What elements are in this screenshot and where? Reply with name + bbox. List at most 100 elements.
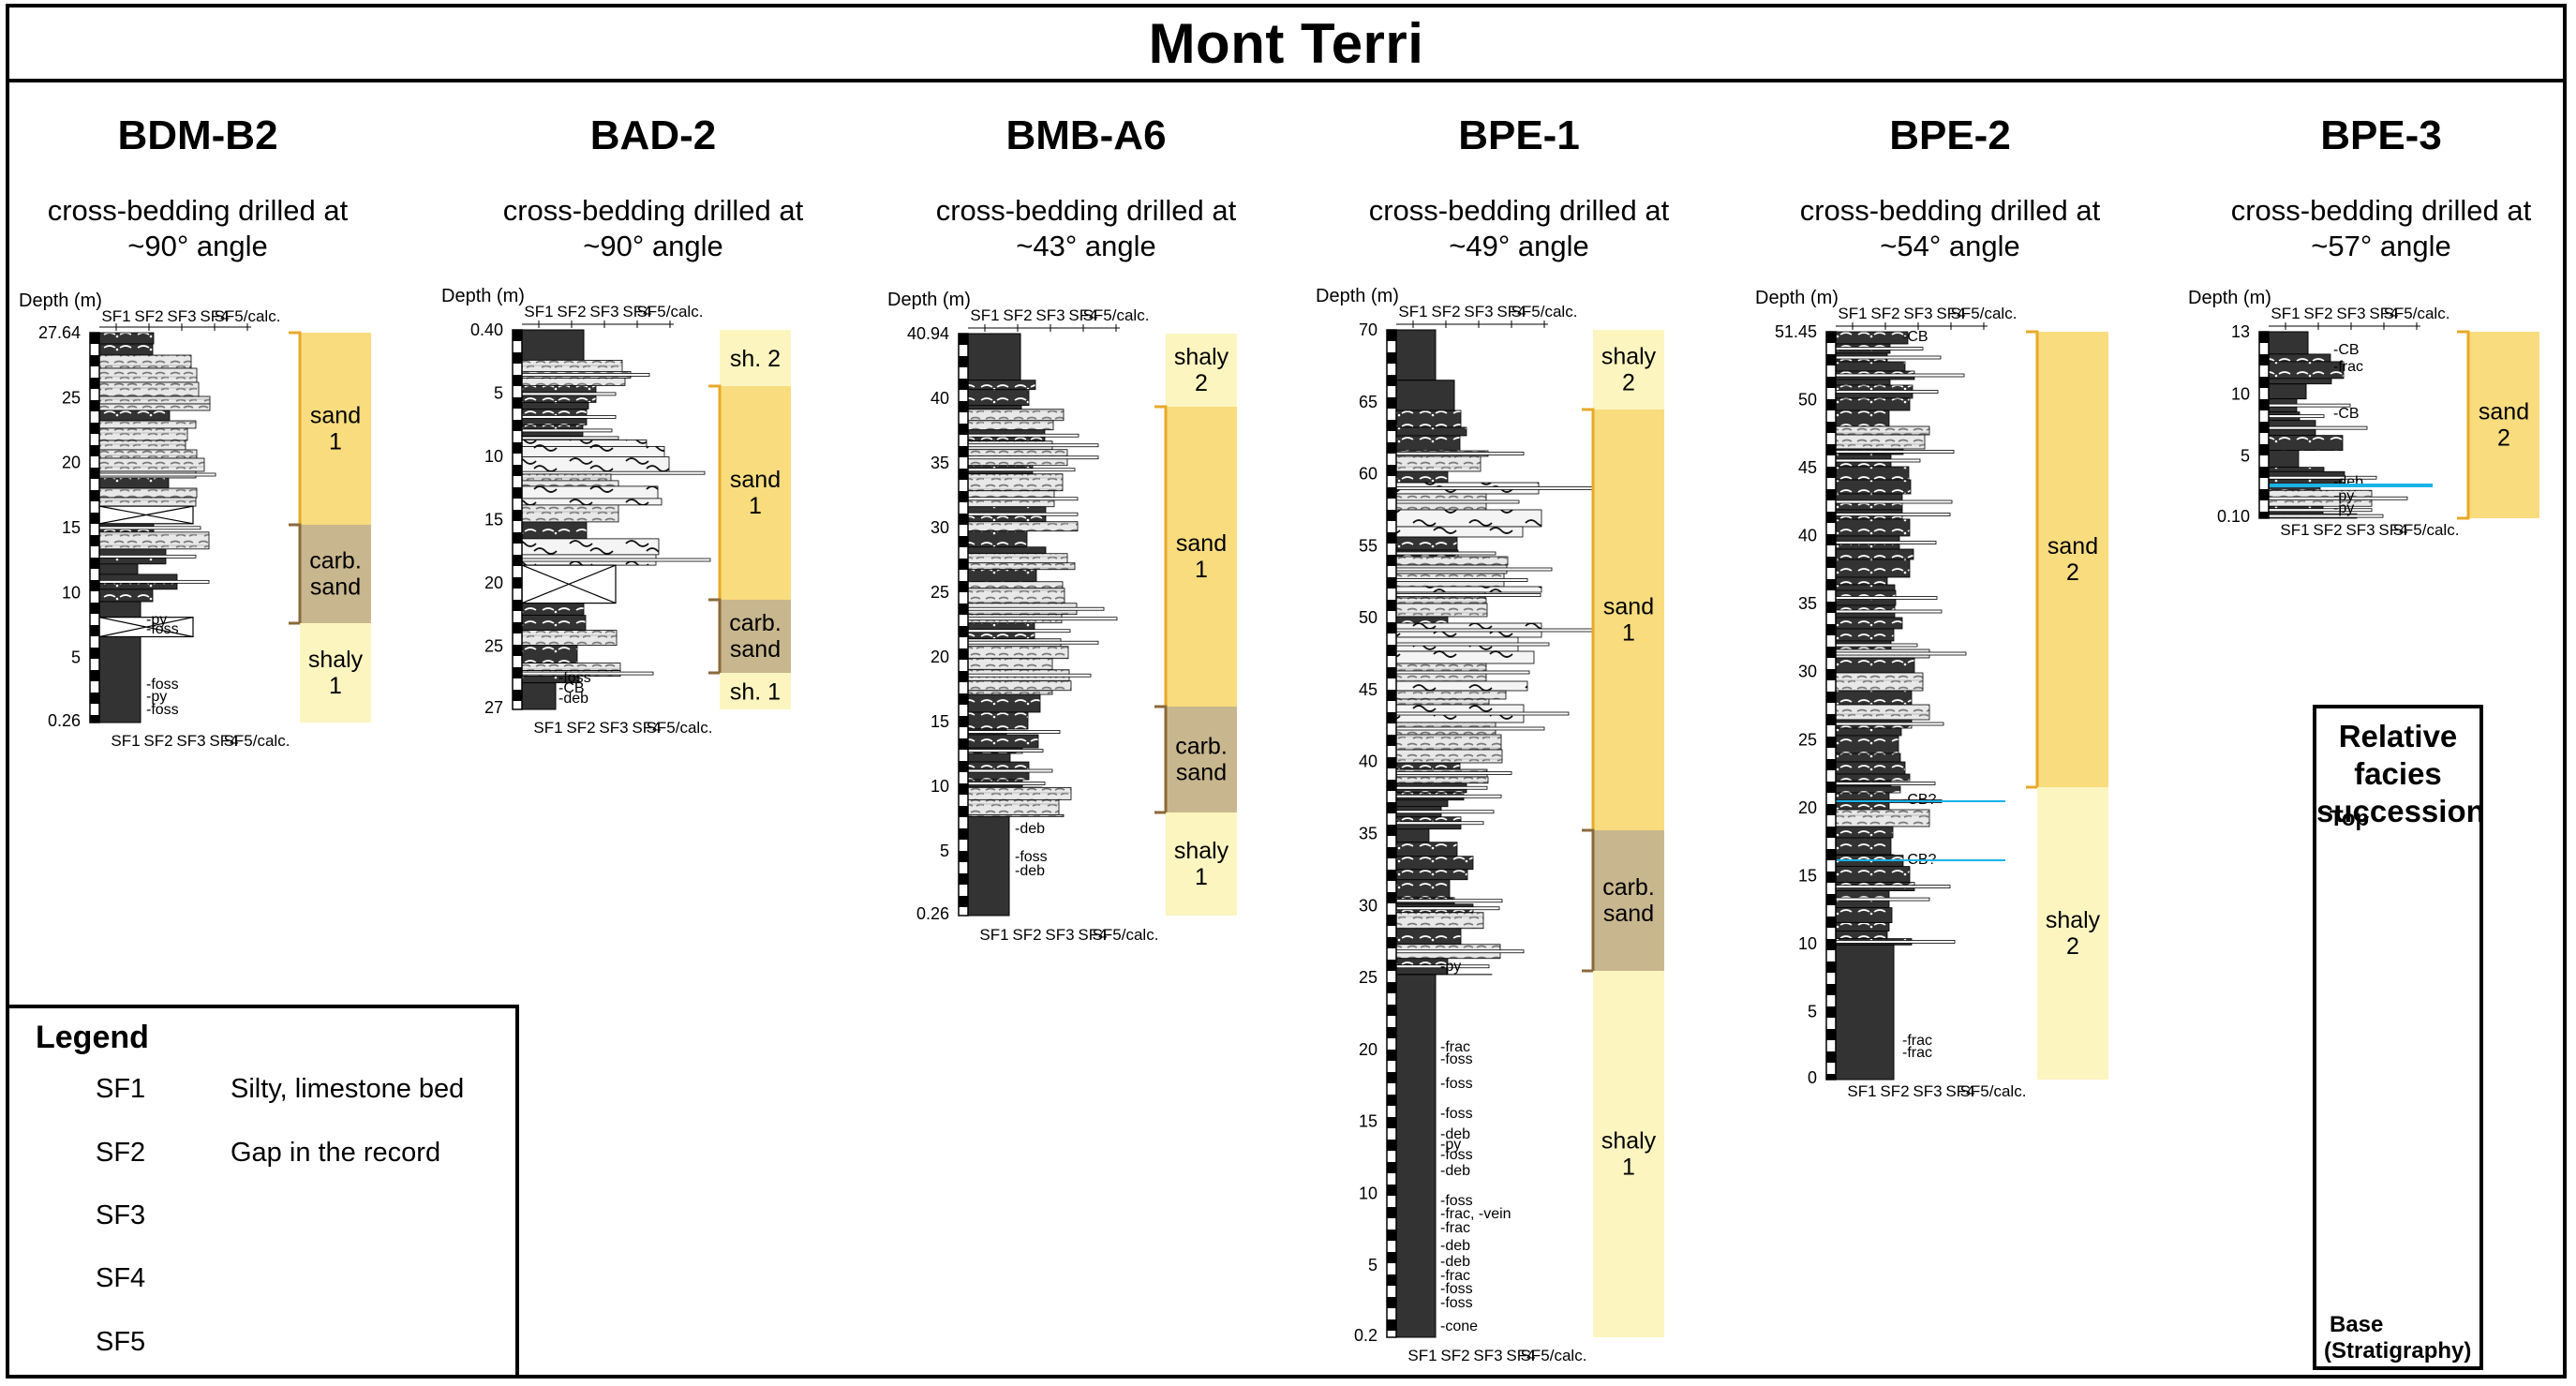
well-bpe-2-footer-facies-label-2: SF2 — [1880, 1082, 1909, 1100]
well-bmb-a6-facies-label-2: SF2 — [1003, 306, 1032, 324]
well-bpe-3-footer-facies-label-3: SF3 — [2345, 521, 2375, 539]
well-bmb-a6-footer-facies-label-3: SF3 — [1045, 926, 1074, 944]
well-bpe-1-facies-label-1: SF1 — [1398, 303, 1427, 320]
well-bdm-b2-bed-sf2 — [98, 332, 155, 345]
well-bpe-1-depth-tick: 10 — [1359, 1184, 1377, 1202]
well-bad-2-depth-top: 0.40 — [470, 320, 503, 339]
well-bdm-b2-thin-bed — [98, 526, 201, 530]
well-bmb-a6-annotation: -deb — [1015, 821, 1045, 837]
well-bmb-a6-depth-tick: 10 — [931, 777, 949, 796]
well-bpe-1-depth-top: 70 — [1359, 320, 1377, 339]
well-bmb-a6-depth-tick: 25 — [931, 583, 949, 602]
well-bpe-1-facies-label-2: SF2 — [1431, 303, 1460, 320]
well-bmb-a6-bed-sf2 — [967, 530, 1028, 548]
well-bpe-1-bed-sf4 — [1395, 526, 1524, 538]
well-bpe-1-depth-tick: 20 — [1359, 1040, 1377, 1059]
well-bpe-1-depth-tick: 35 — [1359, 825, 1377, 843]
well-bpe-2-depth-tick: 40 — [1798, 527, 1817, 545]
well-bpe-2-annotation: -frac — [1902, 1033, 1932, 1049]
well-bpe-1-unit-label-2: 1 — [1622, 620, 1635, 647]
well-bdm-b2-bed-sf1 — [98, 635, 141, 723]
well-bdm-b2-unit-label: sand — [310, 403, 361, 429]
well-bpe-1-depth-base: 0.2 — [1354, 1326, 1377, 1345]
well-bmb-a6-bed-sf1 — [967, 333, 1021, 381]
well-bpe-2-ruler-stripe — [1826, 804, 1836, 815]
well-bmb-a6-ruler-stripe — [959, 896, 968, 907]
well-bdm-b2-unit-label-2: 1 — [329, 673, 342, 699]
well-bdm-b2-ruler-stripe — [90, 490, 99, 501]
well-bdm-b2-bed-sf3 — [98, 487, 198, 499]
well-bdm-b2-bed-sf3 — [98, 354, 192, 369]
well-bpe-2-ruler-stripe — [1826, 1051, 1836, 1063]
well-bpe-1-thin-bed — [1395, 642, 1550, 647]
well-bmb-a6-bed-sf2 — [967, 693, 1041, 713]
well-bad-2-ruler-stripe — [513, 442, 522, 454]
well-bmb-a6-annotation: -foss — [1015, 849, 1048, 865]
well-bad-2-unit-sand — [720, 386, 791, 600]
well-bpe-2-footer-facies-label-1: SF1 — [1847, 1082, 1876, 1100]
well-bpe-2-annotation: -frac — [1902, 1045, 1932, 1061]
well-bad-2-depth-axis-label: Depth (m) — [441, 286, 525, 306]
well-bpe-2-ruler-stripe — [1826, 872, 1836, 883]
well-bdm-b2-ruler-stripe — [90, 378, 99, 389]
well-bdm-b2-footer-facies-label-2: SF2 — [143, 732, 172, 750]
well-bmb-a6-bed-sf3 — [967, 786, 1072, 800]
well-bpe-3-bed-sf1 — [2268, 331, 2309, 355]
well-bpe-1-depth-tick: 5 — [1368, 1256, 1377, 1274]
well-bpe-2-ruler-stripe — [1826, 1006, 1836, 1018]
well-bmb-a6-bed-sf2 — [967, 405, 1022, 410]
well-bad-2-ruler-stripe — [513, 532, 522, 544]
well-bad-2-depth-tick: 15 — [484, 511, 503, 529]
well-bad-2-bed-sf4 — [521, 485, 659, 499]
well-bdm-b2-ruler-stripe — [90, 603, 99, 614]
well-bpe-3-ruler-stripe — [2259, 377, 2269, 388]
well-bpe-2-depth-tick: 5 — [1808, 1002, 1817, 1021]
well-bpe-1-ruler-stripe — [1387, 330, 1396, 341]
well-bpe-1-ruler-stripe — [1387, 1140, 1396, 1151]
well-title-bpe-3: BPE-3 — [2320, 112, 2442, 158]
well-bpe-1-depth-tick: 50 — [1359, 608, 1377, 627]
well-bmb-a6-bed-sf2 — [967, 389, 1030, 407]
well-bpe-1-ruler-stripe — [1387, 802, 1396, 813]
well-bdm-b2-bed-sf3 — [98, 420, 197, 429]
well-subtitle-bpe-2: cross-bedding drilled at~54° angle — [1799, 194, 2101, 262]
well-bpe-1-annotation: -frac — [1440, 1039, 1470, 1055]
well-bmb-a6-ruler-stripe — [959, 559, 968, 570]
well-bpe-1-bed-sf2 — [1395, 616, 1449, 624]
well-bpe-1-facies-label-4: SF4 — [1496, 303, 1526, 320]
well-bpe-1-bed-sf2 — [1395, 426, 1467, 437]
well-bdm-b2-footer-facies-label-5: SF5/calc. — [224, 732, 290, 750]
well-bmb-a6-bed-sf3 — [967, 420, 1054, 431]
well-bmb-a6-ruler-stripe — [959, 851, 968, 862]
well-bmb-a6-bed-sf2 — [967, 734, 1039, 749]
well-bdm-b2-annotation: -py — [146, 689, 167, 705]
well-bpe-2-bed-sf2 — [1835, 657, 1915, 674]
well-bpe-1-bed-sf2 — [1395, 536, 1458, 551]
well-bmb-a6-ruler-stripe — [959, 783, 968, 795]
well-bad-2-annotation: -CB — [558, 680, 585, 696]
well-bmb-a6-bed-sf1 — [967, 815, 1010, 917]
well-bdm-b2-bed-sf2 — [98, 477, 170, 489]
well-bmb-a6-ruler-stripe — [959, 738, 968, 750]
well-bpe-2-bed-sf2 — [1835, 466, 1910, 481]
well-bpe-1-ruler-stripe — [1387, 1162, 1396, 1173]
well-bpe-1-thin-bed — [1395, 578, 1528, 582]
well-bpe-1-bed-sf4 — [1395, 586, 1542, 593]
well-bpe-1-unit-shaly — [1593, 971, 1664, 1337]
well-bpe-2-bed-sf2 — [1835, 727, 1902, 737]
well-bmb-a6-bed-sf2 — [967, 711, 1029, 730]
well-bdm-b2-ruler-stripe — [90, 648, 99, 659]
well-bpe-1-bed-sf4 — [1395, 509, 1542, 528]
well-bpe-1-bed-sf3 — [1395, 698, 1490, 706]
well-bpe-2-bed-sf2 — [1835, 922, 1890, 931]
well-bpe-1-ruler-stripe — [1387, 1072, 1396, 1083]
title-bar: Mont Terri — [6, 4, 2567, 82]
well-bdm-b2-bed-sf2 — [98, 410, 171, 422]
well-bad-2-footer-facies-label-2: SF2 — [566, 719, 595, 737]
well-bad-2-footer-facies-label-3: SF3 — [599, 719, 628, 737]
well-bdm-b2-footer-facies-label-3: SF3 — [176, 732, 205, 750]
well-bpe-2-footer-facies-label-4: SF4 — [1945, 1082, 1974, 1100]
legend-label-sf5: SF5 — [96, 1327, 146, 1357]
well-bpe-2-unit-label-2: 2 — [2066, 933, 2079, 960]
well-bpe-2-thin-bed — [1835, 450, 1955, 454]
